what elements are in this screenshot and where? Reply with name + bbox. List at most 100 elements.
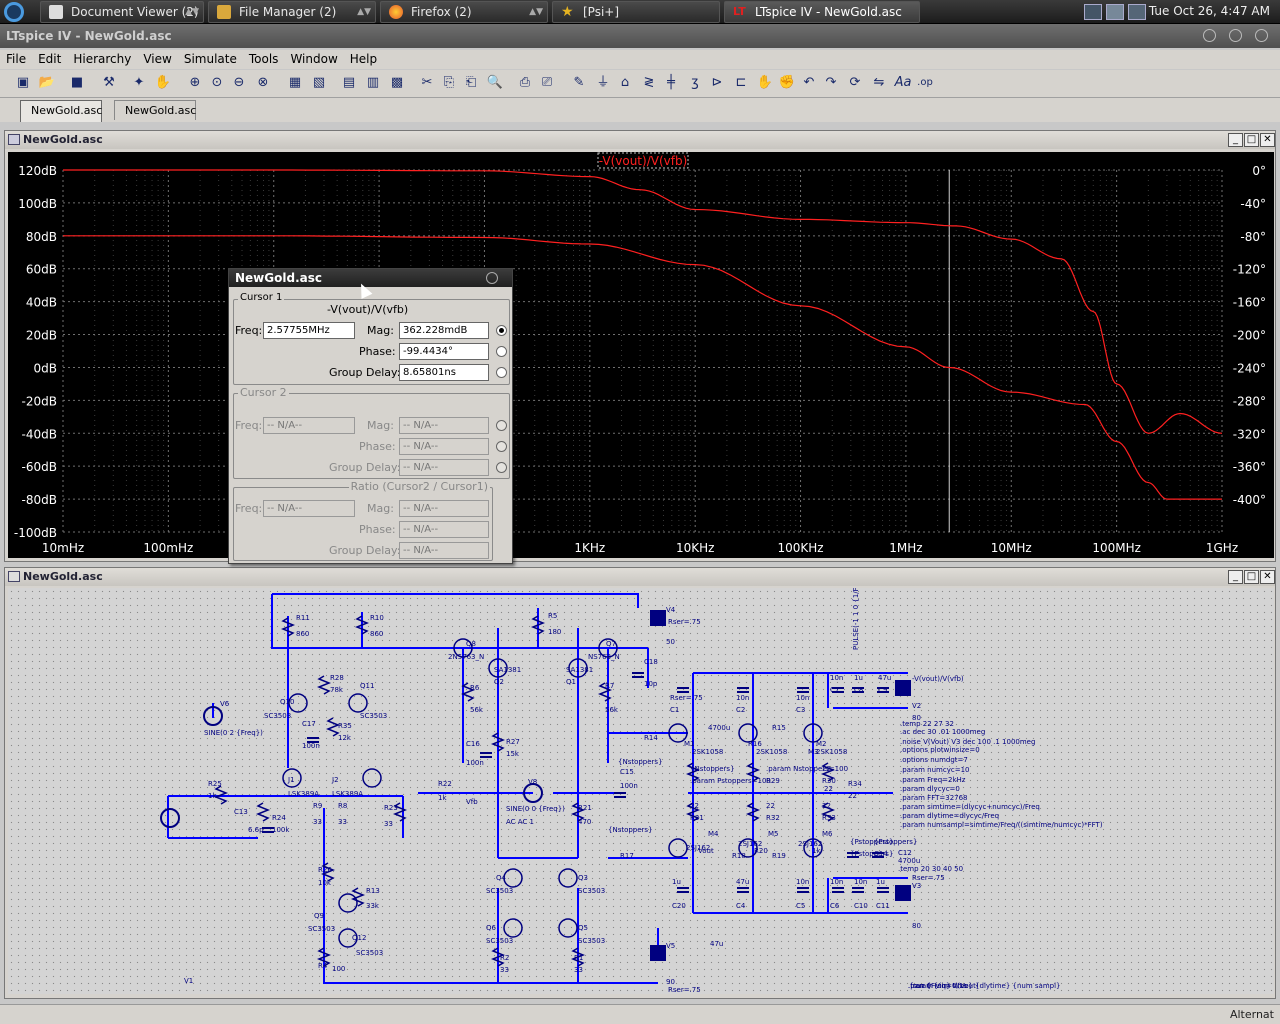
capacitor-icon[interactable]: ╪ (667, 75, 675, 90)
transistor-symbol[interactable] (338, 928, 358, 948)
schematic-label[interactable]: R15 (772, 724, 786, 732)
schematic-label[interactable]: Q7 (606, 640, 616, 648)
schematic-label[interactable]: R2 (500, 954, 509, 962)
schematic-label[interactable]: C8 (854, 686, 863, 694)
waveform-minimize-button[interactable]: _ (1228, 133, 1243, 147)
schematic-label[interactable]: PULSE(-1 1 0 {1/Freq} 1/Freq) (852, 545, 860, 650)
schematic-label[interactable]: 10n (736, 694, 749, 702)
waveform-close-button[interactable]: ✕ (1260, 133, 1275, 147)
schematic-label[interactable]: 10p (644, 680, 658, 688)
schematic-label[interactable]: C10 (854, 902, 868, 910)
cursor2-mag-radio[interactable] (496, 420, 507, 431)
schematic-label[interactable]: 22 (690, 802, 699, 810)
schematic-label[interactable]: 180 (548, 628, 561, 636)
new-schematic-icon[interactable]: ▣ (16, 75, 30, 90)
schematic-label[interactable]: C2 (736, 706, 745, 714)
maximize-button[interactable] (1229, 29, 1242, 42)
schematic-label[interactable]: R23 (384, 804, 398, 812)
schematic-label[interactable]: 10n (796, 694, 809, 702)
schematic-label[interactable]: SC3503 (486, 937, 513, 945)
move-icon[interactable]: ✋ (756, 75, 774, 90)
schematic-label[interactable]: 2SK1058 (692, 748, 723, 756)
resistor-icon[interactable]: ≷ (643, 75, 655, 90)
schematic-label[interactable]: R31 (690, 814, 704, 822)
schematic-label[interactable]: Rser=.75 (912, 874, 945, 882)
schematic-label[interactable]: R18 (732, 852, 746, 860)
menu-hierarchy[interactable]: Hierarchy (73, 52, 132, 66)
schematic-label[interactable]: 80 (912, 714, 921, 722)
schematic-label[interactable]: 33 (338, 818, 347, 826)
schematic-label[interactable]: .ac dec 30 .01 1000meg (900, 728, 985, 736)
resistor-symbol[interactable] (316, 947, 332, 967)
schematic-label[interactable]: R33 (822, 814, 836, 822)
transistor-symbol[interactable] (558, 868, 578, 888)
schematic-label[interactable]: SC3503 (308, 925, 335, 933)
resistor-symbol[interactable] (490, 732, 506, 752)
close-button[interactable] (1255, 29, 1268, 42)
transistor-symbol[interactable] (668, 838, 688, 858)
schematic-label[interactable]: C4 (736, 902, 746, 910)
schematic-label[interactable]: SC3503 (578, 887, 605, 895)
schematic-label[interactable]: C7 (830, 686, 839, 694)
schematic-label[interactable]: .param Pstoppers=100 (690, 777, 771, 785)
schematic-label[interactable]: C3 (796, 706, 805, 714)
schematic-maximize-button[interactable]: □ (1244, 570, 1259, 584)
schematic-label[interactable]: R26 (318, 866, 332, 874)
schematic-label[interactable]: Rser=.75 (668, 986, 701, 994)
schematic-label[interactable]: R29 (766, 777, 780, 785)
schematic-label[interactable]: V3 (912, 882, 921, 890)
resistor-symbol[interactable] (685, 802, 701, 822)
schematic-label[interactable]: 1k (812, 847, 821, 855)
schematic-label[interactable]: 47u (878, 674, 891, 682)
schematic-label[interactable]: 22 (848, 792, 857, 800)
schematic-label[interactable]: 33 (313, 818, 322, 826)
schematic-label[interactable]: R27 (506, 738, 520, 746)
schematic-window-title[interactable]: NewGold.asc (5, 568, 1275, 586)
network-icon[interactable] (1106, 4, 1124, 20)
schematic-label[interactable]: 1u (854, 674, 863, 682)
schematic-label[interactable]: 22 (824, 785, 833, 793)
schematic-label[interactable]: {Pstoppers} (850, 850, 893, 858)
zoom-out-icon[interactable]: ⊖ (233, 75, 245, 90)
schematic-label[interactable]: 10n (796, 878, 809, 886)
grid-icon[interactable]: ▧ (312, 75, 326, 90)
schematic-label[interactable]: R34 (848, 780, 862, 788)
battery-symbol[interactable] (895, 680, 911, 696)
schematic-label[interactable]: 22 (766, 802, 775, 810)
schematic-label[interactable]: {Nstoppers} (608, 826, 653, 834)
schematic-label[interactable]: SA1381 (566, 666, 593, 674)
schematic-label[interactable]: {Pstoppers} (874, 838, 917, 846)
schematic-label[interactable]: R4 (318, 962, 328, 970)
schematic-label[interactable]: R6 (470, 684, 480, 692)
schematic-label[interactable]: R32 (766, 814, 780, 822)
schematic-label[interactable]: Q12 (352, 934, 366, 942)
schematic-label[interactable]: .param numcyc=10 (900, 766, 969, 774)
schematic-label[interactable]: 100k (272, 826, 290, 834)
schematic-label[interactable]: Q11 (360, 682, 374, 690)
schematic-label[interactable]: R20 (754, 847, 768, 855)
schematic-label[interactable]: 33k (366, 902, 380, 910)
waveform-window-title[interactable]: NewGold.asc (5, 131, 1275, 149)
schematic-label[interactable]: R11 (296, 614, 310, 622)
schematic-label[interactable]: Q9 (314, 912, 324, 920)
menu-tools[interactable]: Tools (248, 52, 279, 66)
schematic-label[interactable]: .param dlytime=dlycyc/Freq (900, 812, 999, 820)
schematic-label[interactable]: 50 (666, 638, 675, 646)
autorange-icon[interactable]: ▦ (288, 75, 302, 90)
schematic-label[interactable]: C15 (620, 768, 634, 776)
schematic-label[interactable]: 1u (672, 878, 681, 886)
cursor2-gd-radio[interactable] (496, 462, 507, 473)
schematic-label[interactable]: .param simtime=(dlycyc+numcyc)/Freq (900, 803, 1040, 811)
source-symbol[interactable] (160, 808, 180, 828)
transistor-symbol[interactable] (598, 638, 618, 658)
schematic-label[interactable]: {Nstoppers} (618, 758, 663, 766)
schematic-label[interactable]: C9 (878, 686, 887, 694)
source-symbol[interactable] (523, 783, 543, 803)
dialog-close-button[interactable] (486, 272, 498, 284)
schematic-label[interactable]: 100 (332, 965, 345, 973)
schematic-label[interactable]: .options plotwinsize=0 (900, 746, 980, 754)
schematic-label[interactable]: Q1 (566, 678, 576, 686)
schematic-label[interactable]: J2 (331, 776, 339, 784)
tab-schematic[interactable]: NewGold.asc (114, 100, 196, 120)
schematic-label[interactable]: C18 (644, 658, 658, 666)
